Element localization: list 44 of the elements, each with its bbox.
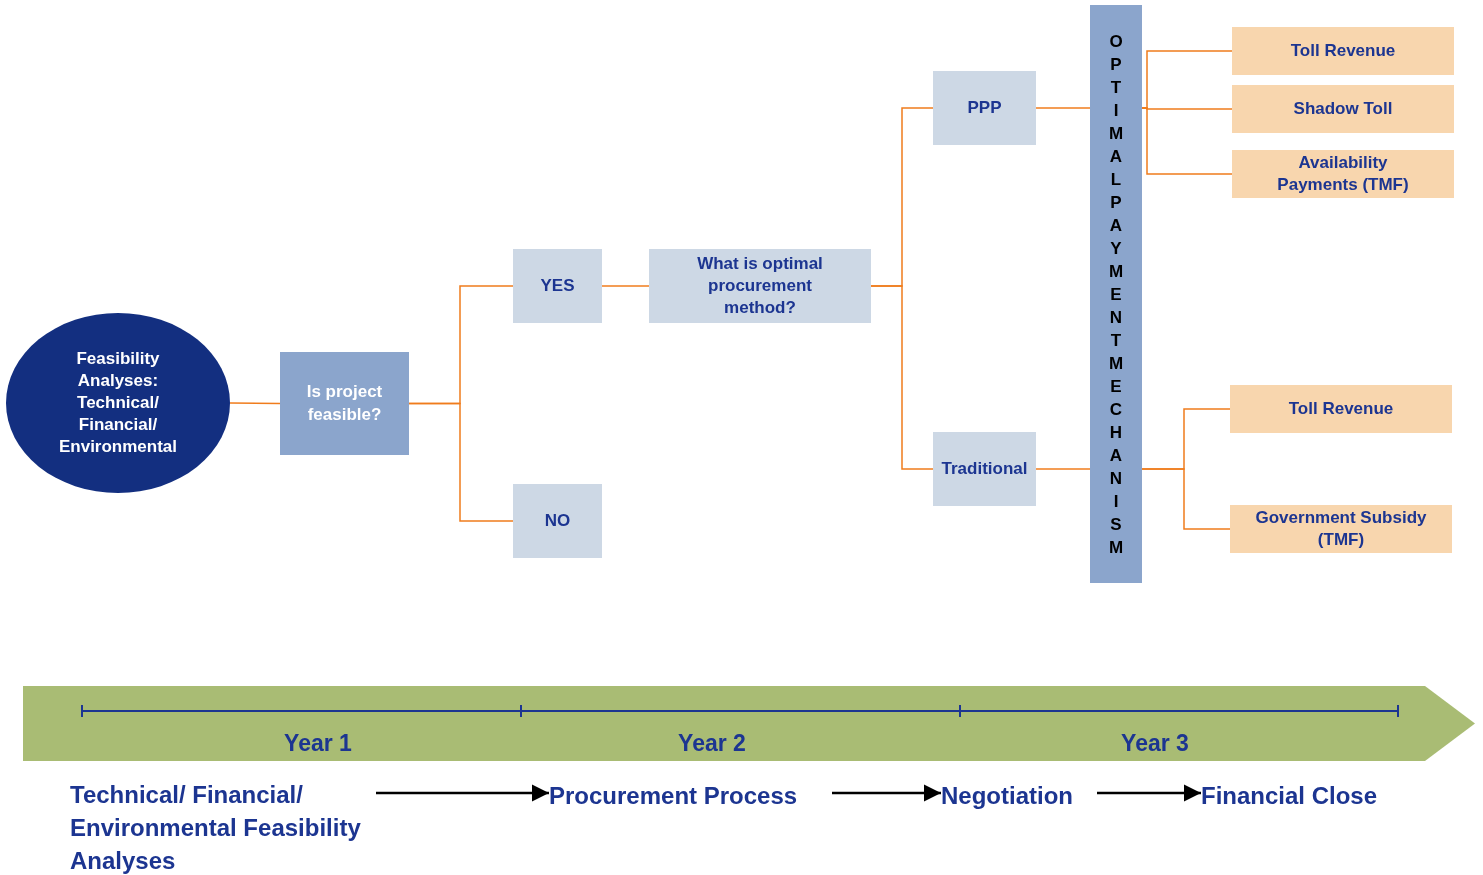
connector-line: [1141, 107, 1233, 175]
process-box: [933, 432, 1036, 506]
option-box: [1230, 385, 1452, 433]
node-label: Technical/ Financial/ Environmental Feasibility Analyses: [70, 780, 362, 875]
connector-line: [1035, 468, 1091, 470]
node-label: What is optimal procurement method?: [696, 252, 824, 320]
year-label: Year 3: [1120, 729, 1190, 758]
option-box: [1232, 150, 1454, 198]
node-label: Government Subsidy (TMF): [1254, 506, 1428, 551]
year-label: Year 1: [283, 729, 353, 758]
process-box: [513, 484, 602, 558]
vertical-label: OPTIMAL PAYMENT MECHANISM: [1108, 30, 1124, 559]
arrow: [376, 784, 549, 802]
node-label: PPP: [967, 96, 1002, 119]
connector-line: [870, 285, 934, 470]
node-label: Traditional: [941, 457, 1028, 480]
option-box: [1230, 505, 1452, 553]
year-label: Year 2: [677, 729, 747, 758]
process-box: [280, 352, 409, 455]
node-label: YES: [540, 274, 575, 297]
process-box: [513, 249, 602, 323]
connector-line: [1035, 107, 1091, 109]
node-label: NO: [544, 509, 571, 532]
vertical-bar: [1090, 5, 1142, 583]
node-label: Shadow Toll: [1292, 97, 1394, 120]
connector-line: [1141, 468, 1231, 530]
option-box: [1232, 85, 1454, 133]
node-label: Negotiation: [941, 781, 1073, 811]
node-label: Availability Payments (TMF): [1276, 151, 1410, 196]
arrow: [1097, 784, 1201, 802]
node-label: Toll Revenue: [1287, 397, 1395, 420]
timeline-band: [23, 686, 1475, 761]
node-label: Procurement Process: [549, 781, 798, 811]
node-label: Financial Close: [1201, 781, 1378, 811]
node-label: Toll Revenue: [1289, 39, 1397, 62]
option-box: [1232, 27, 1454, 75]
connector-line: [601, 285, 650, 287]
node-label: Is project feasible?: [305, 381, 384, 426]
connector-line: [408, 402, 514, 522]
process-box: [933, 71, 1036, 145]
connector-line: [229, 402, 281, 405]
node-label: Feasibility Analyses: Technical/ Financial/ Environmental: [57, 347, 179, 459]
arrow: [832, 784, 941, 802]
process-box: [649, 249, 871, 323]
